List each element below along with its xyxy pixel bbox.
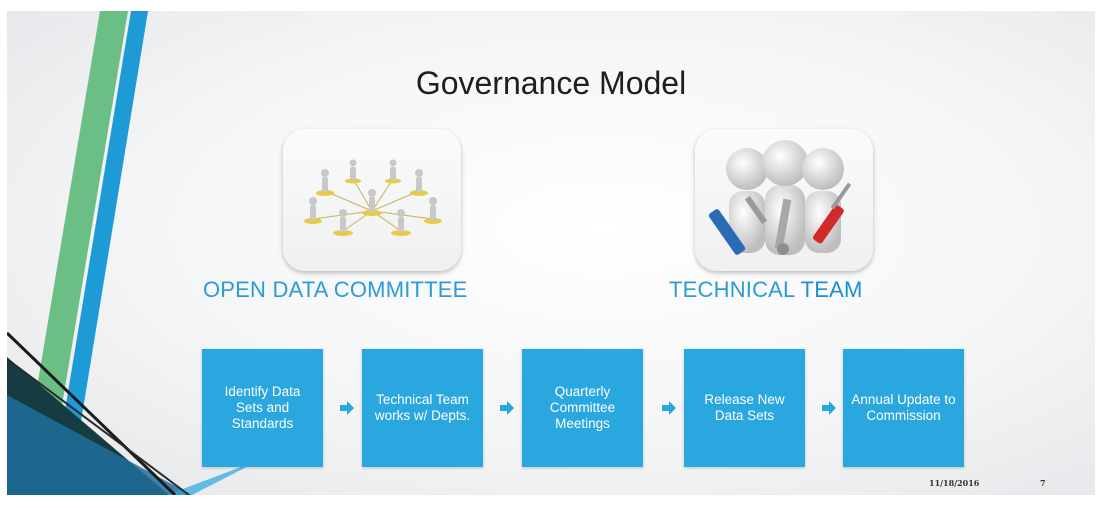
process-step-identify-data-sets: Identify Data Sets and Standards [202,349,323,467]
process-step-text: Technical Team works w/ Depts. [374,392,471,423]
technical-team-picture [695,129,873,271]
team-with-tools-icon [708,140,852,255]
footer-page-number: 7 [1040,478,1046,488]
footer-date: 11/18/2016 [929,478,980,488]
thin-diagonal-line [7,358,190,495]
slide-title: Governance Model [415,65,687,101]
arrow-right-icon [822,401,836,415]
dark-diagonal-line [7,331,177,495]
open-data-committee-picture [283,129,461,271]
process-step-text: Identify Data Sets and Standards [224,384,301,431]
process-step-text: Quarterly Committee Meetings [549,384,616,431]
process-step-annual-update: Annual Update to Commission [843,349,964,467]
decorative-stripes [7,11,262,495]
arrow-right-icon [340,401,354,415]
blue-stripe [51,11,148,495]
process-step-text: Annual Update to Commission [851,392,956,423]
arrow-right-icon [662,401,676,415]
process-step-technical-team-works: Technical Team works w/ Depts. [362,349,483,467]
arrow-right-icon [500,401,514,415]
blue-wedge [7,395,192,495]
green-stripe [19,11,128,495]
technical-team-label: TECHNICAL TEAM [669,277,863,303]
network-of-people-icon [304,159,442,236]
technical-team-label-part1: TECHNICAL [669,277,795,302]
open-data-committee-label: OPEN DATA COMMITTEE [203,277,468,302]
process-step-quarterly-meetings: Quarterly Committee Meetings [522,349,643,467]
process-step-release-data-sets: Release New Data Sets [684,349,805,467]
slide: Governance Model [7,11,1095,495]
technical-team-label-part2: TEAM [800,277,863,302]
process-step-text: Release New Data Sets [704,392,785,423]
light-blue-sliver [167,459,262,495]
